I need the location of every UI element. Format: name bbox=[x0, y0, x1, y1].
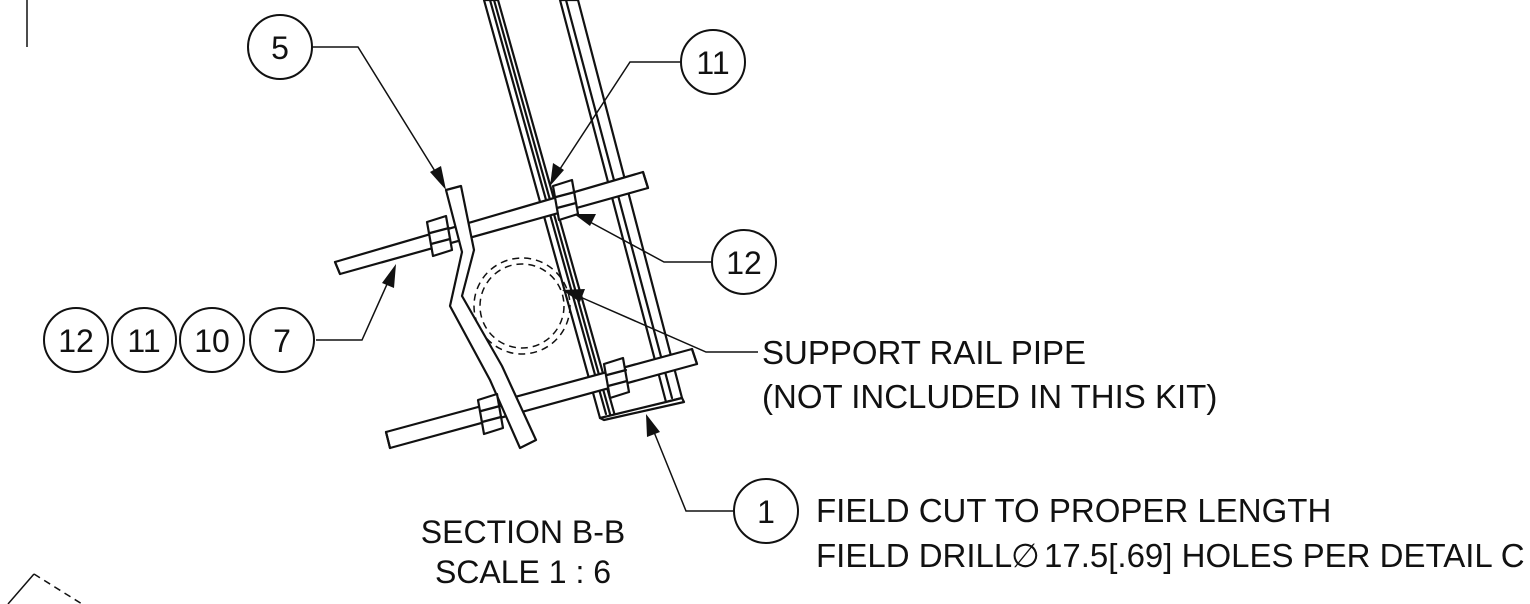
balloon-12-left-label: 12 bbox=[58, 323, 94, 359]
detail-boundary bbox=[7, 573, 83, 604]
balloon-12-right-label: 12 bbox=[726, 245, 762, 281]
clamp-plate bbox=[444, 184, 538, 450]
diameter-symbol: ∅ bbox=[1011, 537, 1040, 574]
leader-support-rail bbox=[562, 289, 758, 353]
balloon-11-top: 11 bbox=[680, 29, 746, 95]
balloon-12-right: 12 bbox=[711, 229, 777, 295]
upper-right-nut bbox=[551, 178, 580, 222]
balloon-1-label: 1 bbox=[757, 494, 775, 530]
balloon-7-left: 7 bbox=[249, 307, 315, 373]
balloon-11-left-label: 11 bbox=[127, 323, 160, 359]
balloon-11-top-label: 11 bbox=[696, 45, 729, 81]
field-drill-note-prefix: FIELD DRILL bbox=[816, 537, 1012, 574]
upper-left-nut bbox=[425, 214, 454, 258]
leader-12-right bbox=[574, 214, 712, 263]
balloon-10-left: 10 bbox=[179, 307, 245, 373]
field-cut-note: FIELD CUT TO PROPER LENGTH bbox=[816, 492, 1331, 529]
balloon-5-label: 5 bbox=[271, 30, 289, 66]
lower-left-nut bbox=[476, 392, 505, 436]
balloon-1: 1 bbox=[733, 478, 799, 544]
field-drill-note-rest: 17.5[.69] HOLES PER DETAIL C bbox=[1044, 537, 1525, 574]
balloon-10-left-label: 10 bbox=[194, 323, 230, 359]
upper-threaded-rod bbox=[333, 170, 650, 276]
section-title: SECTION B-B bbox=[421, 514, 625, 550]
lower-right-nut bbox=[602, 356, 631, 400]
balloon-5: 5 bbox=[247, 14, 313, 80]
support-rail-note-line2: (NOT INCLUDED IN THIS KIT) bbox=[762, 378, 1217, 415]
leader-5 bbox=[312, 46, 446, 190]
leader-1 bbox=[646, 414, 734, 512]
section-scale: SCALE 1 : 6 bbox=[435, 554, 611, 590]
balloon-11-left: 11 bbox=[111, 307, 177, 373]
support-rail-note-line1: SUPPORT RAIL PIPE bbox=[762, 334, 1086, 371]
support-rail-pipe bbox=[473, 257, 571, 355]
balloon-12-left: 12 bbox=[43, 307, 109, 373]
leader-11-top bbox=[550, 61, 680, 186]
balloon-7-left-label: 7 bbox=[273, 323, 291, 359]
leader-12-11-10-7 bbox=[316, 264, 396, 341]
